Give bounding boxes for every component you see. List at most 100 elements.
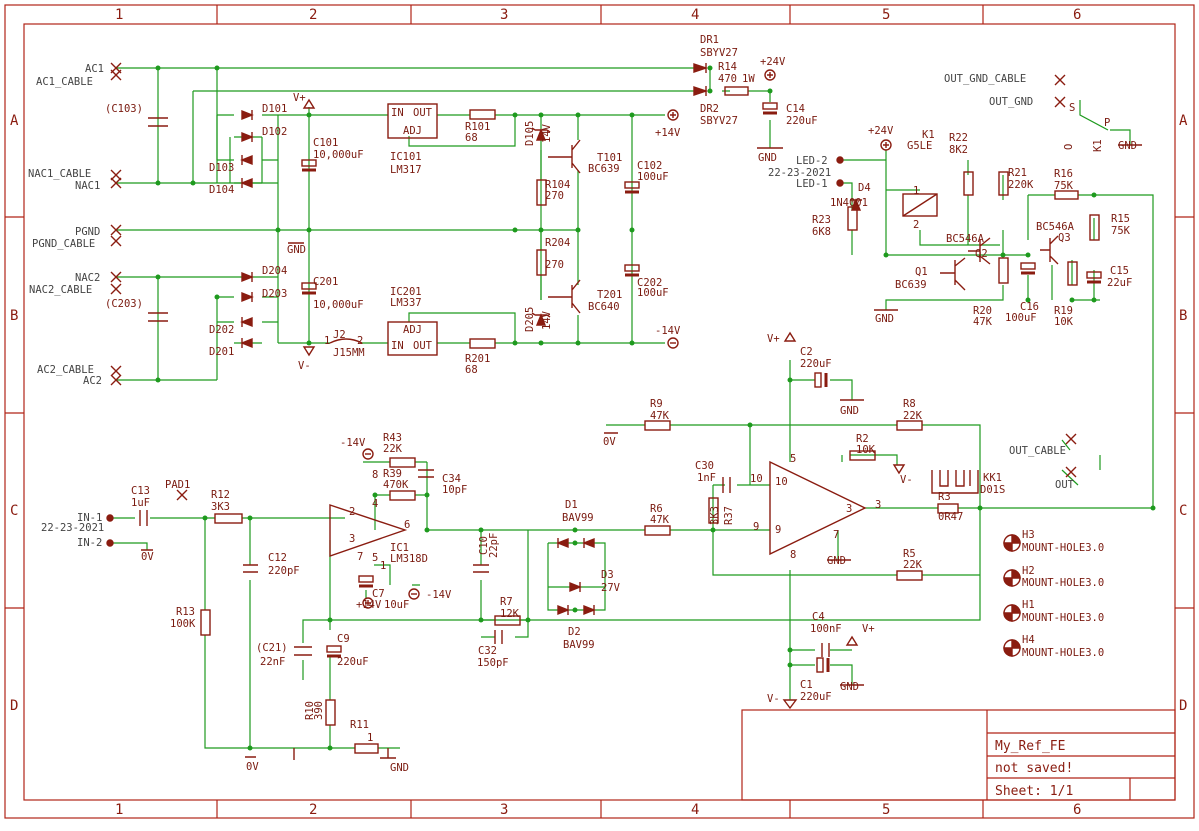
component-label-ks: S (1069, 102, 1075, 114)
component-label-gnd1: GND (287, 244, 306, 256)
component-label-bc546b: BC546A (1036, 221, 1075, 233)
component-label-r13: R13 (176, 606, 195, 618)
component-label-r39v: 470K (383, 479, 409, 491)
component-label-c34: C34 (442, 473, 461, 485)
component-label-r7: R7 (500, 596, 513, 608)
connector-label: AC1 (85, 63, 104, 75)
junctions (155, 65, 1156, 751)
component-label-r10: R10 (304, 701, 316, 720)
row-label: D (10, 698, 18, 714)
component-label-c1v: 220uF (800, 691, 832, 703)
component-label-c32: C32 (478, 645, 497, 657)
component-label-k1p1: 1 (913, 185, 919, 197)
component-label-r22v: 8K2 (949, 144, 968, 156)
component-labels: (C103)(C203)D101D102D103D104D204D203D202… (105, 34, 1137, 774)
diode-symbols (240, 63, 862, 616)
connector-label: AC2_CABLE (37, 364, 94, 376)
component-label-c12: C12 (268, 552, 287, 564)
component-label-r15v: 75K (1111, 225, 1131, 237)
row-label: A (1179, 113, 1188, 129)
component-label-r8v: 22K (903, 410, 923, 422)
component-label-z0a: 0V (603, 436, 616, 448)
connector-label: NAC1_CABLE (28, 168, 91, 180)
component-label-vm2: V- (900, 474, 913, 486)
component-label-n4001: 1N4001 (830, 197, 868, 209)
connector-label: PGND (75, 226, 100, 238)
component-label-c13: C13 (131, 485, 150, 497)
component-label-vm3: V- (767, 693, 780, 705)
component-label-r21: R21 (1008, 167, 1027, 179)
component-label-c4v: 100nF (810, 623, 842, 635)
component-label-r43: R43 (383, 432, 402, 444)
component-label-r204: R204 (545, 237, 570, 249)
col-label: 3 (500, 7, 508, 23)
frame-row-labels: A B C D A B C D (10, 113, 1188, 714)
component-label-c101: C101 (313, 137, 338, 149)
component-label-r43v: 22K (383, 443, 403, 455)
component-label-in: IN (391, 107, 404, 119)
cross-markers (106, 62, 1077, 547)
component-label-r16: R16 (1054, 168, 1073, 180)
component-label-c14v: 220uF (786, 115, 818, 127)
component-label-dr1: DR1 (700, 34, 719, 46)
component-label-pad1: PAD1 (165, 479, 190, 491)
component-label-bc640: BC640 (588, 301, 620, 313)
component-label-r39: R39 (383, 468, 402, 480)
component-label-adj: ADJ (403, 125, 422, 137)
component-label-g5le: G5LE (907, 140, 932, 152)
component-label-c30: C30 (695, 460, 714, 472)
component-label-vp3: V+ (862, 623, 875, 635)
component-label-d3: D3 (601, 569, 614, 581)
component-label-c12v: 220pF (268, 565, 300, 577)
component-label-c7: C7 (372, 588, 385, 600)
component-label-k1p2: 2 (913, 219, 919, 231)
component-label-c9v: 220uF (337, 656, 369, 668)
component-label-c21: (C21) (256, 642, 288, 654)
component-label-d2: D2 (568, 626, 581, 638)
component-label-q1: Q1 (915, 266, 928, 278)
component-label-mh1: MOUNT-HOLE3.0 (1022, 612, 1104, 624)
component-label-vp1: V+ (293, 92, 306, 104)
component-label-r2: R2 (856, 433, 869, 445)
component-label-p2: 2 (349, 506, 355, 518)
component-label-sby1: SBYV27 (700, 47, 738, 59)
component-label-p24b: +24V (868, 125, 894, 137)
connector-label: 22-23-2021 (768, 167, 831, 179)
component-label-gnd8: GND (390, 762, 409, 774)
connector-label: PGND_CABLE (32, 238, 95, 250)
component-label-w1: 1W (742, 73, 755, 85)
connector-label: NAC1 (75, 180, 100, 192)
component-label-r11v: 1 (367, 732, 373, 744)
connector-label: OUT_CABLE (1009, 445, 1066, 457)
component-label-p8: 8 (790, 549, 796, 561)
sheet-number: Sheet: 1/1 (995, 784, 1073, 799)
component-label-k1: K1 (922, 129, 935, 141)
component-label-r104: R104 (545, 179, 570, 191)
component-label-c30v: 1nF (697, 472, 716, 484)
component-label-m14: -14V (655, 325, 681, 337)
component-label-c15: C15 (1110, 265, 1129, 277)
component-label-d104: D104 (209, 184, 234, 196)
connector-label: LED-2 (796, 155, 828, 167)
component-label-q3: Q3 (1058, 232, 1071, 244)
component-label-p9b: 9 (775, 524, 781, 536)
component-label-h3: H3 (1022, 529, 1035, 541)
component-label-r37: R37 (723, 506, 735, 525)
component-label-r201: R201 (465, 353, 490, 365)
component-label-d105v: 14V (541, 123, 553, 143)
component-label-kp: P (1104, 117, 1110, 129)
connector-label: NAC2 (75, 272, 100, 284)
component-label-r16v: 75K (1054, 180, 1074, 192)
component-label-c4: C4 (812, 611, 825, 623)
component-label-r15: R15 (1111, 213, 1130, 225)
component-label-c1: C1 (800, 679, 813, 691)
component-label-j2p2: 2 (357, 335, 363, 347)
row-label: C (10, 503, 18, 519)
component-label-d204: D204 (262, 265, 287, 277)
component-label-gnd6: GND (827, 555, 846, 567)
component-label-d1: D1 (565, 499, 578, 511)
component-label-r9: R9 (650, 398, 663, 410)
component-label-r21v: 220K (1008, 179, 1034, 191)
